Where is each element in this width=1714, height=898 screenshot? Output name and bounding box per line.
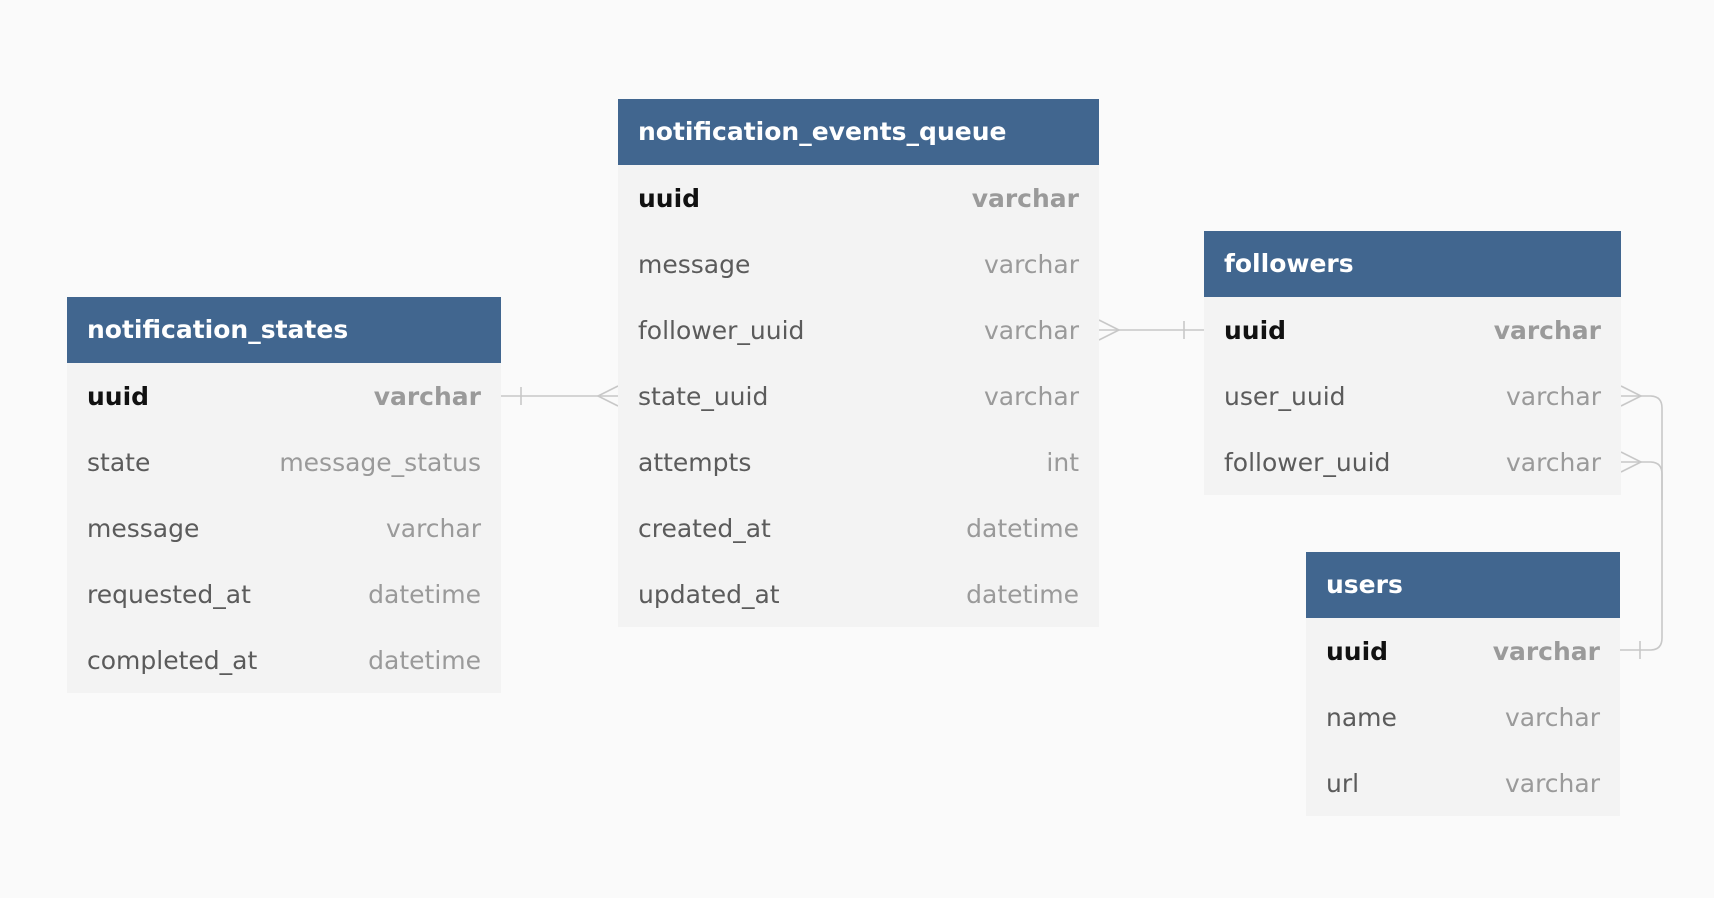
field-row[interactable]: message varchar xyxy=(67,495,501,561)
rel-follower-user-crowfoot xyxy=(1620,451,1643,473)
field-row[interactable]: uuid varchar xyxy=(1204,297,1621,363)
field-type: datetime xyxy=(368,579,481,609)
field-name: user_uuid xyxy=(1224,381,1346,411)
field-row[interactable]: updated_at datetime xyxy=(618,561,1099,627)
field-type: varchar xyxy=(983,381,1079,411)
field-name: updated_at xyxy=(638,579,780,609)
field-name: uuid xyxy=(1326,636,1389,666)
field-name: uuid xyxy=(1224,315,1287,345)
field-name: follower_uuid xyxy=(638,315,805,345)
field-name: name xyxy=(1326,702,1397,732)
field-name: uuid xyxy=(87,381,150,411)
field-type: varchar xyxy=(1504,768,1600,798)
field-row[interactable]: uuid varchar xyxy=(67,363,501,429)
entity-title[interactable]: notification_states xyxy=(67,297,501,363)
field-type: datetime xyxy=(966,579,1079,609)
field-name: completed_at xyxy=(87,645,258,675)
field-name: message xyxy=(87,513,200,543)
rel-follower-uuid-crowfoot xyxy=(1098,319,1121,341)
field-type: varchar xyxy=(385,513,481,543)
entity-title[interactable]: notification_events_queue xyxy=(618,99,1099,165)
entity-title[interactable]: followers xyxy=(1204,231,1621,297)
field-row[interactable]: state_uuid varchar xyxy=(618,363,1099,429)
field-type: varchar xyxy=(1504,702,1600,732)
field-row[interactable]: created_at datetime xyxy=(618,495,1099,561)
rel-follower-user-line xyxy=(1621,461,1663,500)
entity-notification-events-queue[interactable]: notification_events_queue uuid varchar m… xyxy=(618,99,1099,627)
rel-state-uuid-crowfoot xyxy=(596,385,619,407)
field-type: varchar xyxy=(1492,636,1600,666)
field-type: varchar xyxy=(1505,381,1601,411)
field-row[interactable]: message varchar xyxy=(618,231,1099,297)
field-name: uuid xyxy=(638,183,701,213)
field-row[interactable]: attempts int xyxy=(618,429,1099,495)
field-row[interactable]: uuid varchar xyxy=(1306,618,1620,684)
field-row[interactable]: url varchar xyxy=(1306,750,1620,816)
field-name: state_uuid xyxy=(638,381,769,411)
field-row[interactable]: name varchar xyxy=(1306,684,1620,750)
rel-user-uuid-line xyxy=(1620,395,1663,651)
field-row[interactable]: follower_uuid varchar xyxy=(618,297,1099,363)
field-type: varchar xyxy=(373,381,481,411)
field-type: int xyxy=(1046,447,1079,477)
field-type: varchar xyxy=(1505,447,1601,477)
entity-notification-states[interactable]: notification_states uuid varchar state m… xyxy=(67,297,501,693)
field-type: datetime xyxy=(368,645,481,675)
field-row[interactable]: completed_at datetime xyxy=(67,627,501,693)
field-name: created_at xyxy=(638,513,771,543)
field-name: requested_at xyxy=(87,579,251,609)
field-type: datetime xyxy=(966,513,1079,543)
field-row[interactable]: follower_uuid varchar xyxy=(1204,429,1621,495)
field-type: varchar xyxy=(971,183,1079,213)
field-row[interactable]: user_uuid varchar xyxy=(1204,363,1621,429)
field-type: varchar xyxy=(983,249,1079,279)
entity-users[interactable]: users uuid varchar name varchar url varc… xyxy=(1306,552,1620,816)
entity-followers[interactable]: followers uuid varchar user_uuid varchar… xyxy=(1204,231,1621,495)
entity-title[interactable]: users xyxy=(1306,552,1620,618)
field-name: attempts xyxy=(638,447,752,477)
field-type: varchar xyxy=(983,315,1079,345)
field-name: url xyxy=(1326,768,1360,798)
field-row[interactable]: state message_status xyxy=(67,429,501,495)
field-name: state xyxy=(87,447,151,477)
field-row[interactable]: uuid varchar xyxy=(618,165,1099,231)
rel-user-uuid-crowfoot xyxy=(1620,385,1643,407)
field-type: message_status xyxy=(279,447,481,477)
field-type: varchar xyxy=(1493,315,1601,345)
field-name: follower_uuid xyxy=(1224,447,1391,477)
field-name: message xyxy=(638,249,751,279)
field-row[interactable]: requested_at datetime xyxy=(67,561,501,627)
